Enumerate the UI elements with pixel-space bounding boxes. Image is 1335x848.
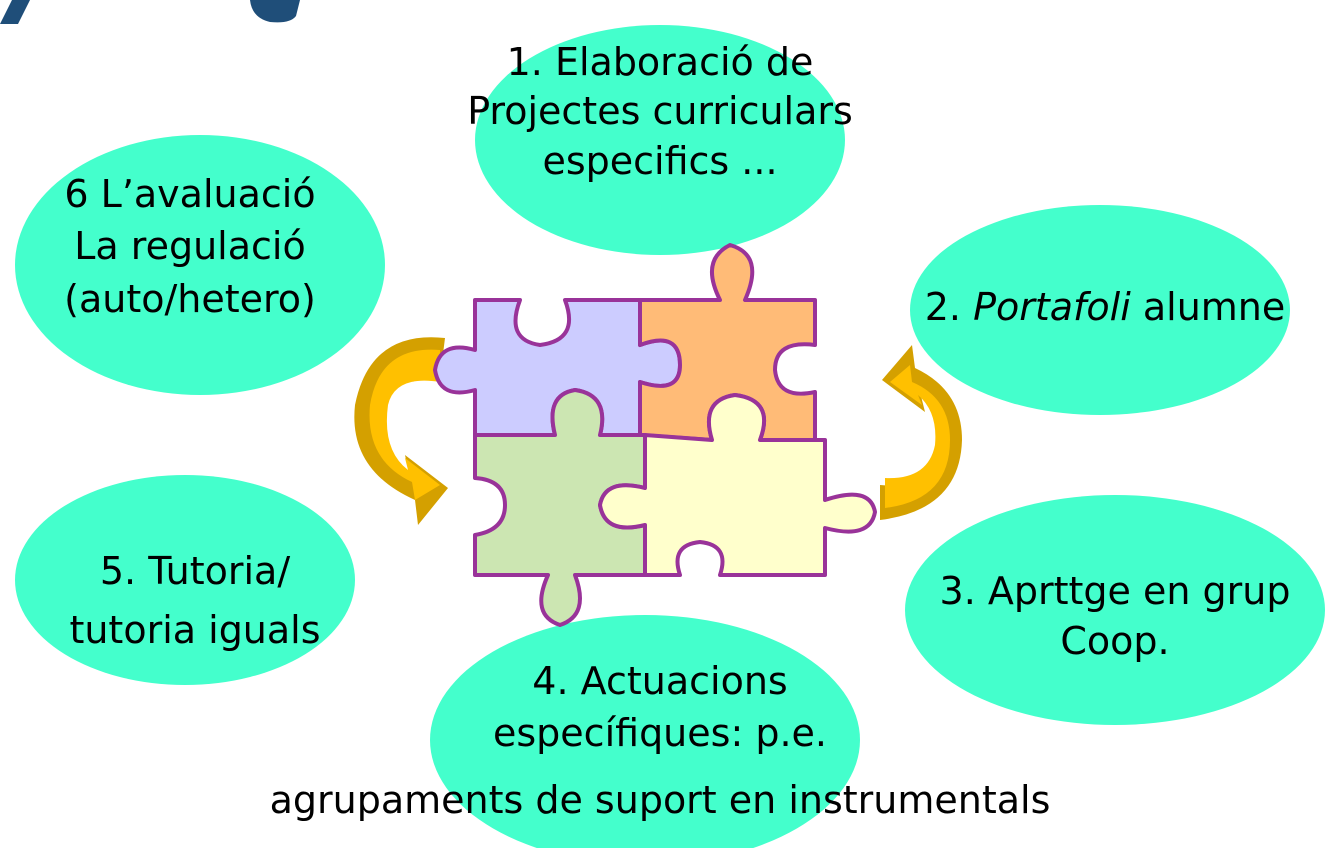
label-projectes-line1: 1. Elaboració de xyxy=(506,40,814,84)
bubble-avaluacio xyxy=(15,135,385,395)
label-portafoli: 2. Portafoli alumne xyxy=(880,283,1330,332)
label-portafoli-suffix: alumne xyxy=(1130,285,1286,329)
label-avaluacio-line2: La regulació xyxy=(74,224,306,269)
bubble-tutoria xyxy=(15,475,355,685)
cycle-arrow-left xyxy=(354,337,448,525)
label-actuacions-line3: agrupaments de suport en instrumentals xyxy=(269,778,1051,822)
puzzle xyxy=(433,243,877,627)
cycle-arrow-right xyxy=(880,345,962,520)
label-portafoli-prefix: 2. xyxy=(924,285,974,329)
label-portafoli-italic: Portafoli xyxy=(973,285,1131,329)
label-avaluacio-line1: 6 L’avaluació xyxy=(64,172,316,216)
label-projectes: 1. Elaboració de Projectes curriculars e… xyxy=(380,38,940,186)
label-aprenentatge-line1: 3. Aprttge en grup xyxy=(939,569,1291,613)
label-actuacions-line1: 4. Actuacions xyxy=(532,659,788,703)
label-projectes-line2: Projectes curriculars xyxy=(467,89,853,134)
title-fragment-2 xyxy=(250,0,300,23)
bubble-portafoli xyxy=(910,205,1290,415)
title-fragment xyxy=(0,0,30,24)
label-tutoria: 5. Tutoria/ tutoria iguals xyxy=(20,542,370,660)
label-tutoria-line2: tutoria iguals xyxy=(69,607,321,652)
label-aprenentatge-line2: Coop. xyxy=(1060,619,1170,664)
label-actuacions: 4. Actuacions específiques: p.e. xyxy=(380,655,940,760)
bubble-actuacions xyxy=(430,615,860,848)
label-avaluacio: 6 L’avaluació La regulació (auto/hetero) xyxy=(20,168,360,325)
puzzle-piece-yellow xyxy=(598,393,877,577)
label-projectes-line3: especifics ... xyxy=(542,138,778,183)
bubble-aprenentatge xyxy=(905,495,1325,725)
label-tutoria-line1: 5. Tutoria/ xyxy=(99,549,291,593)
label-avaluacio-line3: (auto/hetero) xyxy=(64,276,316,321)
bubble-projectes xyxy=(475,25,845,255)
label-actuacions-line2: específiques: p.e. xyxy=(493,711,827,756)
label-aprenentatge: 3. Aprttge en grup Coop. xyxy=(895,566,1335,666)
